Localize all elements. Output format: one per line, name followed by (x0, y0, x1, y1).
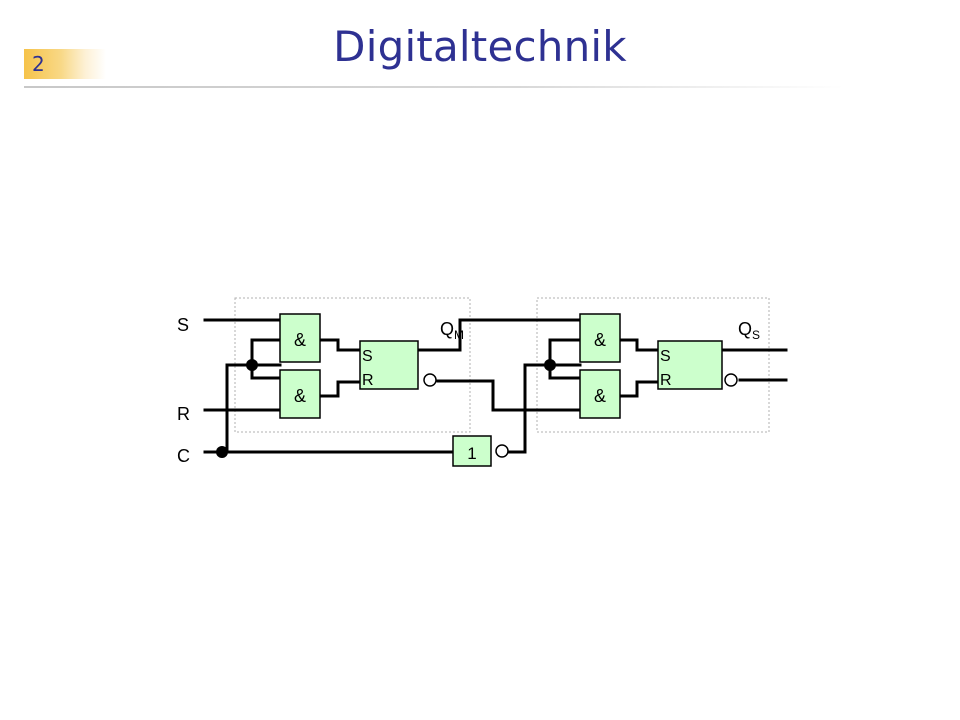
page-number: 2 (32, 52, 45, 76)
junction-dot (246, 359, 258, 371)
master-sr-flipflop (359, 340, 419, 390)
not-gate-label: 1 (467, 444, 476, 463)
ff-set-label: S (660, 348, 671, 365)
master-output-label: QM (440, 319, 464, 342)
inversion-bubble (724, 373, 738, 387)
input-label-s: S (177, 315, 189, 335)
wire-clock-master (225, 363, 282, 454)
wire-and2-to-r (318, 380, 362, 398)
input-label-c: C (177, 446, 190, 466)
wire-and1-to-s (318, 338, 362, 352)
and-gate-label: & (294, 330, 306, 350)
slave-and-gate-1 (579, 313, 621, 363)
slave-sr-flipflop (657, 340, 723, 390)
wire-clock-and3 (548, 338, 582, 367)
inversion-bubble (495, 444, 509, 458)
master-and-gate-1 (279, 313, 321, 363)
wires (203, 318, 788, 454)
slave-and-gate-2 (579, 369, 621, 419)
and-gate-label: & (594, 330, 606, 350)
junction-dot (544, 359, 556, 371)
master-and-gate-2 (279, 369, 321, 419)
wire-master-qbar (436, 379, 582, 412)
master-stage-frame (234, 297, 471, 433)
slide-title: Digitaltechnik (333, 22, 627, 71)
wire-clock-and1 (250, 338, 282, 367)
and-gate-label: & (594, 386, 606, 406)
title-divider (24, 86, 844, 88)
wire-and4-to-r (618, 380, 660, 398)
and-gate-label: & (294, 386, 306, 406)
slave-output-label: QS (738, 319, 760, 342)
page-number-badge (24, 49, 106, 79)
ff-reset-label: R (660, 372, 672, 389)
input-label-r: R (177, 404, 190, 424)
not-gate (452, 435, 492, 467)
ff-set-label: S (362, 348, 373, 365)
wire-and3-to-s (618, 338, 660, 352)
wire-master-q (416, 318, 582, 352)
junction-dot (216, 446, 228, 458)
inversion-bubble (423, 373, 437, 387)
ff-reset-label: R (362, 372, 374, 389)
